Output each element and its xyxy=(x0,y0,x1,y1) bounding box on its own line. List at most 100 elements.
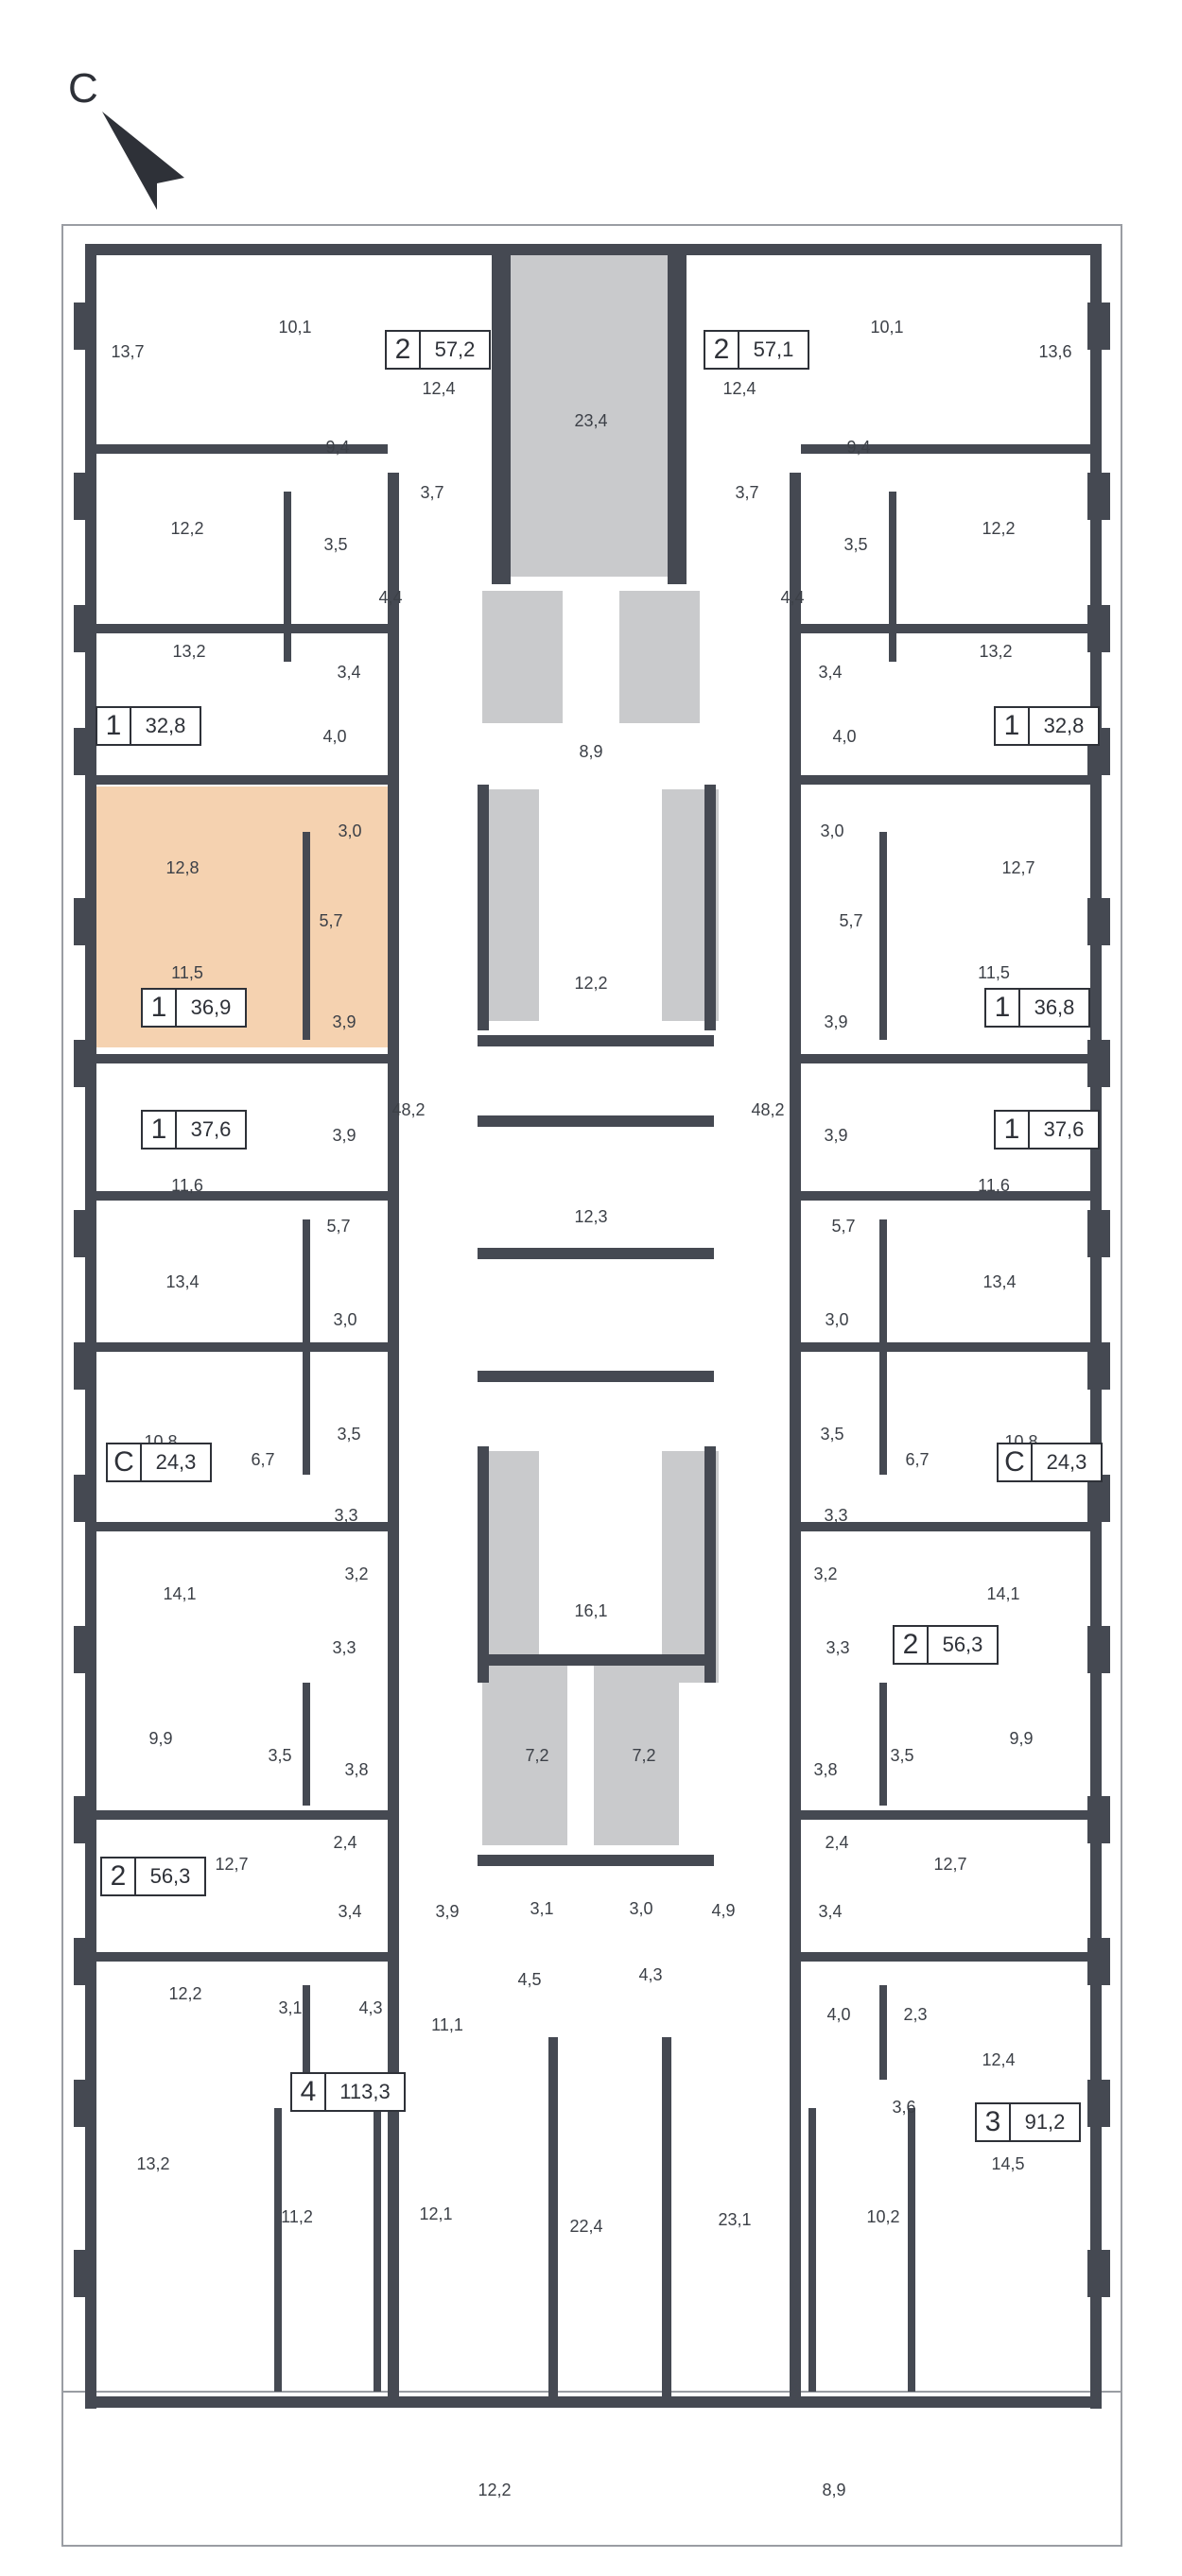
wall-16 xyxy=(478,1654,714,1666)
apartment-total-area: 36,9 xyxy=(191,995,232,1019)
room-area-label: 7,2 xyxy=(525,1746,548,1765)
room-area-label: 13,6 xyxy=(1038,342,1071,361)
apartment-total-area: 57,2 xyxy=(435,337,476,361)
room-area-label: 3,5 xyxy=(890,1746,913,1765)
apartment-total-area: 56,3 xyxy=(150,1864,191,1888)
compass-label: С xyxy=(68,65,98,112)
room-area-label: 14,5 xyxy=(991,2154,1024,2173)
room-area-label: 9,4 xyxy=(846,438,870,457)
room-area-label: 4,0 xyxy=(322,727,346,746)
window-left-8 xyxy=(74,1475,96,1522)
wall-5 xyxy=(790,473,801,2401)
wall-0 xyxy=(85,244,1102,255)
apartment-badge-frame xyxy=(975,2102,1081,2142)
room-area-label: 11,5 xyxy=(978,963,1010,982)
room-area-label: 3,5 xyxy=(337,1425,360,1444)
wall-8 xyxy=(478,785,489,1030)
room-area-label: 7,2 xyxy=(632,1746,655,1765)
room-area-label: 4,3 xyxy=(358,1998,382,2017)
window-right-5 xyxy=(1087,1040,1110,1087)
wall-35 xyxy=(801,1952,1102,1962)
apartment-room-count: 3 xyxy=(985,2106,1001,2137)
room-area-label: 3,6 xyxy=(892,2098,915,2117)
walls xyxy=(74,244,1110,2409)
apartment-total-area: 32,8 xyxy=(146,714,186,737)
apartment-room-count: С xyxy=(113,1446,134,1478)
room-area-label: 48,2 xyxy=(391,1100,425,1119)
wall-2 xyxy=(1090,244,1102,2409)
room-area-label: 3,5 xyxy=(268,1746,291,1765)
apartment-badge-frame xyxy=(141,988,247,1028)
room-area-label: 12,3 xyxy=(574,1207,607,1226)
room-area-label: 2,3 xyxy=(903,2005,927,2024)
window-right-6 xyxy=(1087,1210,1110,1257)
wall-46 xyxy=(879,1683,887,1806)
apartment-badge-frame xyxy=(141,1110,247,1150)
room-area-label: 12,7 xyxy=(1001,858,1034,877)
window-right-2 xyxy=(1087,605,1110,652)
room-area-label: 11,2 xyxy=(281,2207,313,2226)
room-area-label: 13,4 xyxy=(982,1272,1016,1291)
apartment-total-area: 37,6 xyxy=(191,1117,232,1141)
wall-33 xyxy=(801,1522,1102,1531)
apartment-total-area: 24,3 xyxy=(1047,1450,1087,1474)
room-area-label: 2,4 xyxy=(333,1833,356,1852)
wall-1 xyxy=(85,244,96,2409)
room-area-label: 11,5 xyxy=(171,963,203,982)
apartment-room-count: 2 xyxy=(903,1629,919,1660)
room-area-label: 12,1 xyxy=(419,2204,452,2223)
wall-52 xyxy=(808,2108,816,2392)
shaft-5 xyxy=(482,1451,539,1683)
room-area-label: 2,4 xyxy=(825,1833,848,1852)
room-area-label: 3,0 xyxy=(333,1310,356,1329)
room-area-label: 12,7 xyxy=(215,1855,248,1874)
wall-25 xyxy=(85,1810,388,1820)
window-right-10 xyxy=(1087,1796,1110,1843)
room-area-label: 11,1 xyxy=(431,2015,463,2034)
shaft-8 xyxy=(594,1656,679,1845)
apartment-badge-frame xyxy=(997,1443,1103,1482)
wall-36 xyxy=(284,492,291,662)
room-area-label: 14,1 xyxy=(163,1584,196,1603)
wall-13 xyxy=(478,1371,714,1382)
room-area-label: 3,4 xyxy=(338,1902,361,1921)
room-area-label: 3,1 xyxy=(530,1899,553,1918)
wall-22 xyxy=(85,1191,388,1201)
window-right-7 xyxy=(1087,1342,1110,1390)
window-left-7 xyxy=(74,1342,96,1390)
apartment-room-count: 1 xyxy=(106,710,122,741)
room-area-label: 4,0 xyxy=(832,727,856,746)
room-area-label: 3,0 xyxy=(629,1899,652,1918)
wall-14 xyxy=(478,1446,489,1683)
room-area-label: 10,1 xyxy=(870,318,903,337)
window-right-9 xyxy=(1087,1626,1110,1673)
wall-53 xyxy=(908,2108,915,2392)
room-area-label: 3,4 xyxy=(818,663,842,682)
shaft-2 xyxy=(619,591,700,723)
room-area-label: 23,4 xyxy=(574,411,607,430)
wall-18 xyxy=(85,444,388,454)
wall-21 xyxy=(85,1054,388,1063)
terrace-zone xyxy=(61,2391,1122,2547)
wall-47 xyxy=(879,1985,887,2080)
window-right-1 xyxy=(1087,473,1110,520)
apartment-badge-frame xyxy=(893,1625,999,1665)
room-area-label: 13,4 xyxy=(165,1272,199,1291)
window-left-5 xyxy=(74,1040,96,1087)
apartment-room-count: 2 xyxy=(395,334,411,365)
